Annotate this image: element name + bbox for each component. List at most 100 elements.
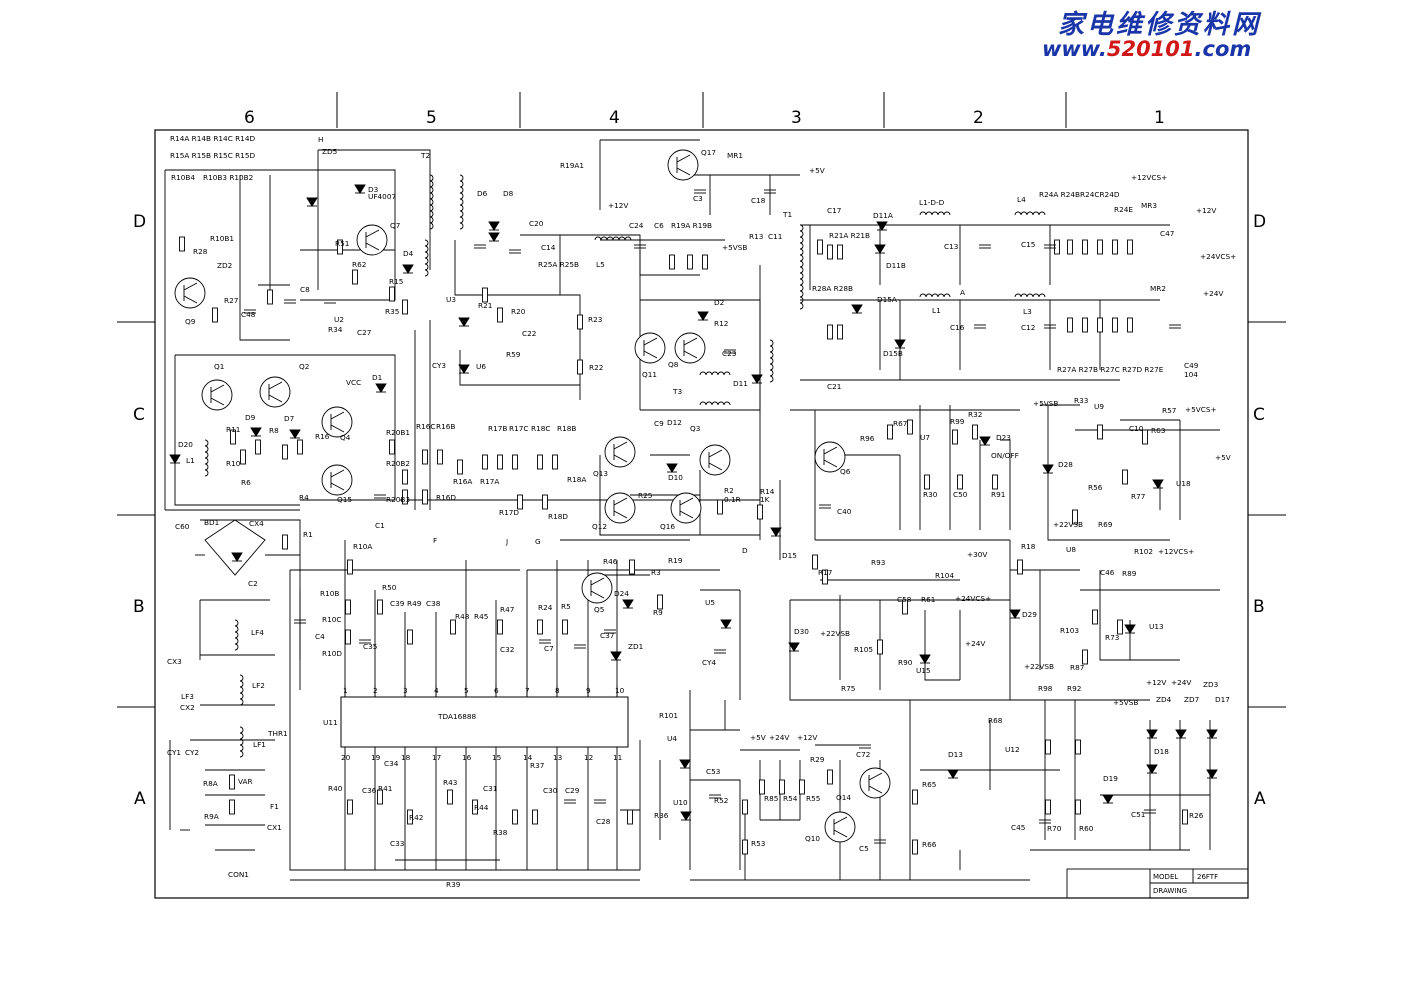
component-label: L3 bbox=[1023, 307, 1032, 316]
component-label: +24V bbox=[769, 733, 789, 742]
component-label: C30 bbox=[543, 786, 558, 795]
component-label: R16B bbox=[436, 422, 455, 431]
component-label: R37 bbox=[530, 761, 545, 770]
component-label: Q1 bbox=[214, 362, 224, 371]
component-label: R49 bbox=[407, 599, 422, 608]
component-label: R96 bbox=[860, 434, 875, 443]
component-label: Q12 bbox=[592, 522, 607, 531]
zone-row-d-right: D bbox=[1253, 212, 1266, 232]
component-label: D11 bbox=[733, 379, 748, 388]
title-block bbox=[1066, 868, 1249, 899]
component-label: CY2 bbox=[185, 748, 199, 757]
ic-pin-number: 18 bbox=[401, 753, 411, 762]
component-label: C4 bbox=[315, 632, 325, 641]
component-label: +12VCS+ bbox=[1131, 173, 1167, 182]
component-label: T1 bbox=[782, 210, 792, 219]
component-label: +22VSB bbox=[820, 629, 850, 638]
component-label: +24VCS+ bbox=[1200, 252, 1236, 261]
component-label: D13 bbox=[948, 750, 963, 759]
component-label: U6 bbox=[476, 362, 486, 371]
component-label: C46 bbox=[1100, 568, 1115, 577]
ic-part-label: TDA16888 bbox=[437, 712, 477, 721]
component-label: R53 bbox=[751, 839, 766, 848]
component-label: MR2 bbox=[1150, 284, 1166, 293]
component-label: T3 bbox=[672, 387, 682, 396]
component-label: R85 bbox=[764, 794, 778, 803]
component-label: R92 bbox=[1067, 684, 1081, 693]
component-label: R10C bbox=[322, 615, 341, 624]
component-label: Q10 bbox=[805, 834, 820, 843]
component-label: MR1 bbox=[727, 151, 743, 160]
component-label: R45 bbox=[474, 612, 488, 621]
component-label: U3 bbox=[446, 295, 456, 304]
component-label: R24 bbox=[538, 603, 553, 612]
component-label: C45 bbox=[1011, 823, 1025, 832]
zone-row-b-right: B bbox=[1253, 597, 1265, 617]
component-label: H bbox=[318, 135, 324, 144]
component-label: R41 bbox=[378, 784, 392, 793]
component-label: +12V bbox=[1146, 678, 1166, 687]
component-label: R8 bbox=[269, 426, 279, 435]
row-zone-labels: D C B A D C B A bbox=[133, 212, 1266, 809]
component-label: U2 bbox=[334, 315, 344, 324]
component-label: C38 bbox=[426, 599, 441, 608]
component-label: ZD5 bbox=[322, 147, 337, 156]
component-label: UF4007 bbox=[368, 192, 396, 201]
component-label: Q15 bbox=[337, 495, 352, 504]
zone-row-b-left: B bbox=[133, 597, 145, 617]
component-label: R20B1 bbox=[386, 428, 410, 437]
component-label: C32 bbox=[500, 645, 514, 654]
component-label: A bbox=[960, 288, 965, 297]
component-label: R18 bbox=[1021, 542, 1036, 551]
component-label: C3 bbox=[693, 194, 703, 203]
schematic-border bbox=[154, 129, 1249, 899]
component-label: 0.1R bbox=[724, 495, 741, 504]
component-label: VCC bbox=[346, 378, 361, 387]
component-label: ZD7 bbox=[1184, 695, 1200, 704]
component-label: C1 bbox=[375, 521, 385, 530]
component-label: 104 bbox=[1184, 370, 1198, 379]
ic-pin-number: 14 bbox=[523, 753, 533, 762]
component-label: R48 bbox=[455, 612, 470, 621]
component-label: R75 bbox=[841, 684, 855, 693]
component-label: R5 bbox=[561, 602, 571, 611]
component-label: R10D bbox=[322, 649, 342, 658]
component-label: R19 bbox=[668, 556, 683, 565]
component-label: R35 bbox=[385, 307, 399, 316]
component-label: R99 bbox=[950, 417, 965, 426]
component-label: R62 bbox=[352, 260, 366, 269]
component-label: R70 bbox=[1047, 824, 1062, 833]
component-label: CY3 bbox=[432, 361, 446, 370]
component-label: D7 bbox=[284, 414, 295, 423]
component-label: R10B bbox=[320, 589, 339, 598]
ic-pin-number: 6 bbox=[494, 686, 499, 695]
component-label: C31 bbox=[483, 784, 497, 793]
zone-row-d-left: D bbox=[133, 212, 146, 232]
component-label: T2 bbox=[420, 151, 430, 160]
component-label: C9 bbox=[654, 419, 664, 428]
component-label: R42 bbox=[409, 813, 423, 822]
component-label: C18 bbox=[751, 196, 766, 205]
component-label: Q6 bbox=[840, 467, 851, 476]
zone-row-c-right: C bbox=[1253, 405, 1265, 425]
component-label: C34 bbox=[384, 759, 399, 768]
component-label: Q4 bbox=[340, 433, 351, 442]
component-label: R60 bbox=[1079, 824, 1094, 833]
component-label: U12 bbox=[1005, 745, 1020, 754]
component-label: Q16 bbox=[660, 522, 675, 531]
component-label: D11B bbox=[886, 261, 906, 270]
component-label: C40 bbox=[837, 507, 852, 516]
component-label: ZD2 bbox=[217, 261, 232, 270]
component-label: D4 bbox=[403, 249, 414, 258]
component-label: R105 bbox=[854, 645, 873, 654]
ic-pin-labels: 1234567891020191817161514131211 bbox=[341, 685, 625, 762]
component-label: R4 bbox=[299, 493, 309, 502]
component-label: U4 bbox=[667, 734, 677, 743]
component-label: D15A bbox=[877, 295, 897, 304]
component-label: D19 bbox=[1103, 774, 1118, 783]
component-label: R25 bbox=[638, 491, 652, 500]
component-label: R51 bbox=[335, 239, 349, 248]
component-label: +24V bbox=[965, 639, 985, 648]
component-label: +12V bbox=[1196, 206, 1216, 215]
component-label: R87 bbox=[1070, 663, 1085, 672]
